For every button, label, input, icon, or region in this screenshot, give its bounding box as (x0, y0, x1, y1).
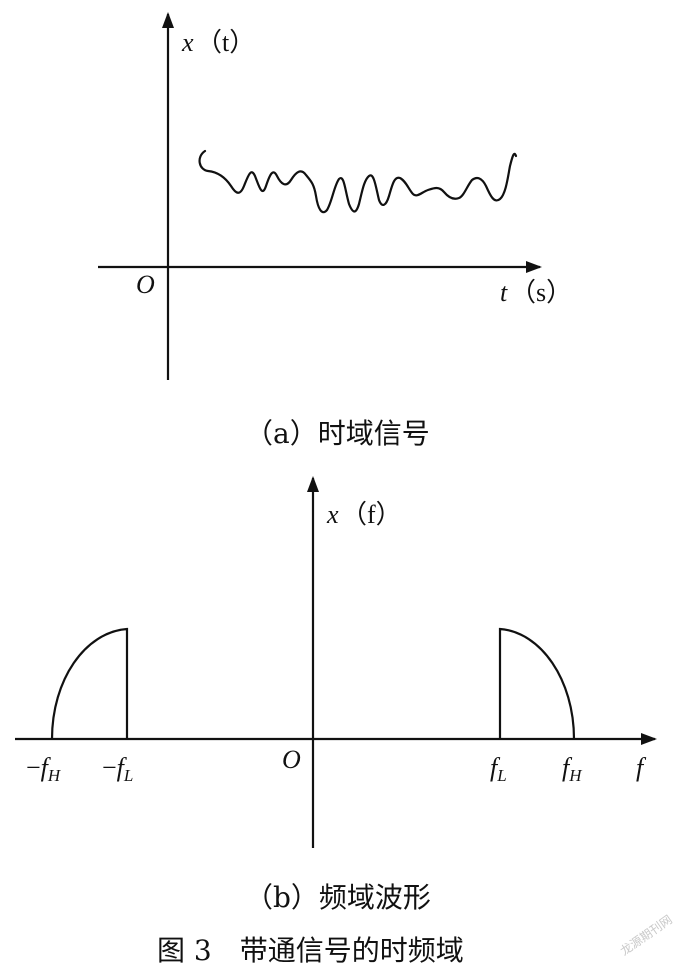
watermark: 龙源期刊网 (618, 912, 675, 958)
panel-a-x-label-unit: （s） (510, 278, 572, 307)
panel-b-caption: （b）频域波形 (245, 881, 431, 914)
positive-band-spectrum (498, 627, 576, 740)
panel-b-x-axis-label: f (636, 753, 647, 782)
time-signal-waveform (198, 149, 518, 214)
panel-b-origin-label: O (282, 745, 301, 774)
panel-b-y-label-arg: （f） (341, 500, 402, 529)
figure-caption: 图 3 带通信号的时频域 (157, 934, 464, 967)
tick-label-fH: fH (562, 753, 583, 785)
tick-label-minus-fL: −fL (102, 753, 133, 785)
panel-b-y-label-var: x (326, 500, 339, 529)
tick-label-fL: fL (490, 753, 507, 785)
negative-band-spectrum (50, 627, 129, 740)
panel-a-y-label-var: x (181, 28, 194, 57)
tick-label-minus-fH: −fH (26, 753, 62, 785)
panel-a-y-label-arg: （t） (196, 28, 255, 57)
panel-a-time-domain: x （t） O t （s） （a）时域信号 (98, 12, 572, 450)
panel-a-origin-label: O (136, 270, 155, 299)
panel-a-caption: （a）时域信号 (245, 417, 430, 450)
panel-a-x-label-var: t (500, 278, 508, 307)
panel-b-frequency-domain: x （f） O f −fH −fL fL fH （b）频域波形 (15, 476, 657, 914)
